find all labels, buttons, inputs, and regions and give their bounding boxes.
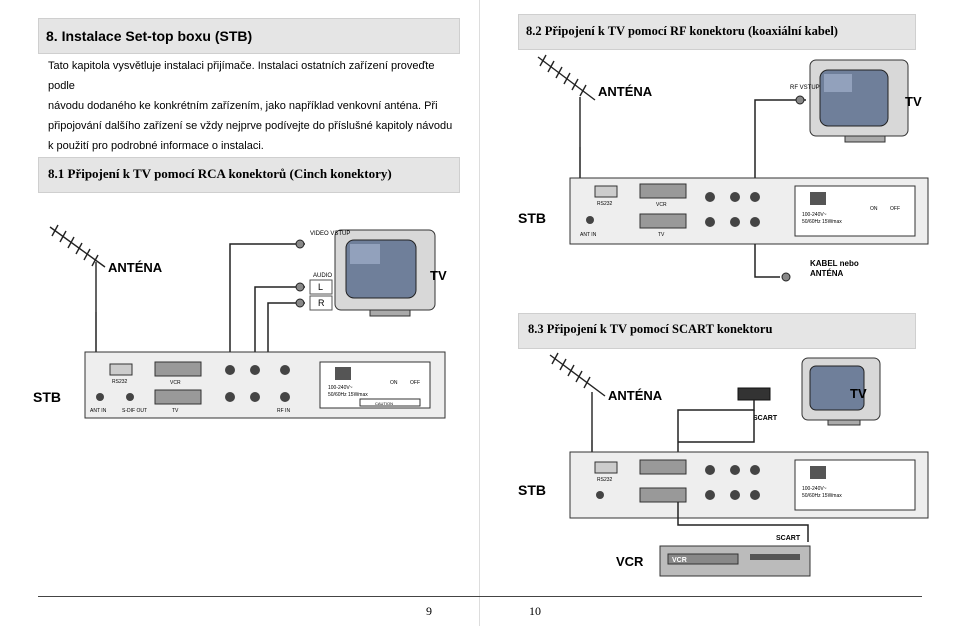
tv-scart-port bbox=[737, 387, 771, 401]
cable-label-1: KABEL nebo bbox=[810, 259, 859, 268]
antenna-icon bbox=[537, 54, 596, 147]
vcr-port-label: VCR bbox=[656, 202, 667, 208]
section-8-2-header bbox=[518, 14, 916, 50]
vcr-label: VCR bbox=[616, 554, 644, 569]
antenna-icon bbox=[549, 352, 606, 440]
rf-in-label: RF IN bbox=[277, 408, 290, 414]
audio-l-label: L bbox=[318, 282, 323, 292]
power-spec: 100-240V~ bbox=[802, 212, 827, 218]
power-freq: 50/60Hz 15Wmax bbox=[802, 493, 842, 499]
stb-back-panel: RS232 VCR TV RF IN 100-240V~ 50/60Hz 15W… bbox=[84, 351, 446, 419]
rf-connection-diagram: ANTÉNA TV RF VSTUP RS232 VCR TV bbox=[518, 54, 929, 282]
rs232-label: RS232 bbox=[597, 201, 613, 207]
antenna-label: ANTÉNA bbox=[598, 84, 653, 99]
tv-label: TV bbox=[905, 94, 922, 109]
left-page: 8. Instalace Set-top boxu (STB) Tato kap… bbox=[33, 18, 460, 618]
audio-r-box bbox=[309, 295, 333, 311]
stb-label: STB bbox=[33, 389, 61, 405]
tv-icon bbox=[334, 229, 436, 317]
section-8-1-header bbox=[38, 157, 460, 193]
stb-back-panel: RS232 100-240V~ 50/60Hz 15Wmax bbox=[569, 451, 929, 519]
footer-rule bbox=[38, 596, 922, 597]
antenna-label: ANTÉNA bbox=[608, 388, 663, 403]
power-on-label: ON bbox=[390, 380, 398, 386]
rs232-label: RS232 bbox=[597, 477, 613, 483]
section-8-title: 8. Instalace Set-top boxu (STB) bbox=[46, 28, 253, 44]
intro-line: Tato kapitola vysvětluje instalaci přijí… bbox=[48, 60, 435, 92]
tv-label: TV bbox=[850, 386, 867, 401]
power-off-label: OFF bbox=[890, 206, 900, 212]
antenna-icon bbox=[49, 224, 106, 312]
tv-icon bbox=[809, 59, 909, 143]
cable-label-2: ANTÉNA bbox=[810, 269, 844, 278]
vcr-port-label: VCR bbox=[170, 380, 181, 386]
page-divider bbox=[479, 0, 480, 626]
intro-line: připojování dalšího zařízení se vždy nej… bbox=[48, 120, 453, 132]
ant-in-label: ANT IN bbox=[90, 408, 107, 414]
right-page: 8.2 Připojení k TV pomocí RF konektoru (… bbox=[480, 0, 960, 626]
stb-back-panel: RS232 VCR TV 100-240V~ 50/60Hz 15Wmax ON… bbox=[569, 177, 929, 245]
section-8-3-title: 8.3 Připojení k TV pomocí SCART konektor… bbox=[528, 322, 773, 336]
section-8-1-title: 8.1 Připojení k TV pomocí RCA konektorů … bbox=[48, 166, 392, 181]
page-number-right: 10 bbox=[529, 604, 541, 618]
page-number-left: 9 bbox=[426, 604, 432, 618]
section-8-2-title: 8.2 Připojení k TV pomocí RF konektoru (… bbox=[526, 24, 838, 38]
intro-line: k použití pro podrobné informace o insta… bbox=[48, 140, 264, 152]
tv-port-label: TV bbox=[658, 232, 665, 238]
antenna-label: ANTÉNA bbox=[108, 260, 163, 275]
vcr-device-icon: VCR bbox=[659, 545, 811, 577]
scart-connection-diagram: ANTÉNA TV SCART RS232 100-240V~ 50/60Hz bbox=[518, 352, 929, 577]
vcr-device-label: VCR bbox=[672, 557, 687, 564]
power-freq: 50/60Hz 15Wmax bbox=[802, 219, 842, 225]
section-8-header bbox=[38, 18, 460, 54]
tv-port-label: TV bbox=[172, 408, 179, 414]
rca-connection-diagram: ANTÉNA TV VIDEO VSTUP AUDIO L R RS23 bbox=[33, 224, 447, 419]
tv-icon bbox=[801, 357, 881, 426]
audio-label: AUDIO bbox=[313, 273, 332, 279]
section-8-3-header bbox=[518, 313, 916, 349]
stb-label: STB bbox=[518, 210, 546, 226]
rs232-label: RS232 bbox=[112, 379, 128, 385]
s-dif-out-label: S-DIF OUT bbox=[122, 408, 147, 414]
audio-r-label: R bbox=[318, 298, 325, 308]
stb-label: STB bbox=[518, 482, 546, 498]
power-off-label: OFF bbox=[410, 380, 420, 386]
rf-in-label: RF VSTUP bbox=[790, 85, 820, 91]
caution-label: CAUTION bbox=[375, 401, 393, 406]
scart-label-top: SCART bbox=[753, 415, 778, 422]
power-on-label: ON bbox=[870, 206, 878, 212]
scart-label-bottom: SCART bbox=[776, 535, 801, 542]
ant-in-label: ANT IN bbox=[580, 232, 597, 238]
audio-l-box bbox=[309, 279, 333, 295]
intro-paragraph: Tato kapitola vysvětluje instalaci přijí… bbox=[48, 56, 453, 156]
power-spec: 100-240V~ bbox=[328, 385, 353, 391]
power-freq: 50/60Hz 15Wmax bbox=[328, 392, 368, 398]
video-in-label: VIDEO VSTUP bbox=[310, 231, 350, 237]
power-spec: 100-240V~ bbox=[802, 486, 827, 492]
rca-cables bbox=[229, 243, 305, 362]
tv-label: TV bbox=[430, 268, 447, 283]
intro-line: návodu dodaného ke konkrétním zařízením,… bbox=[48, 100, 438, 112]
